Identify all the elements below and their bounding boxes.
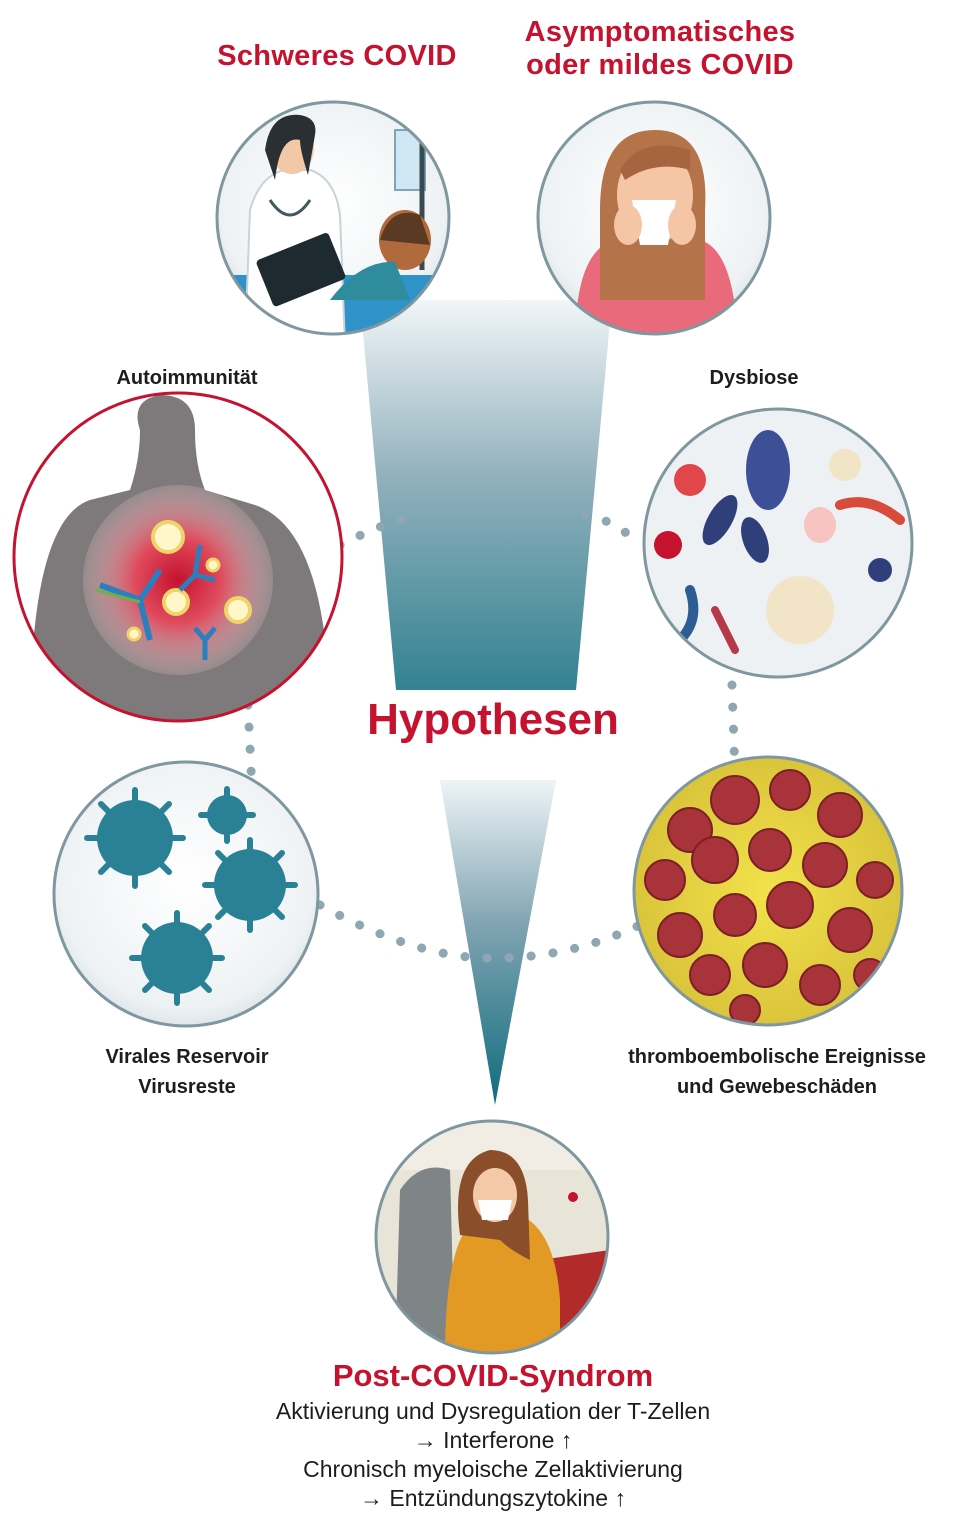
increase-arrow-icon: ↑	[614, 1485, 626, 1511]
increase-arrow-icon: ↑	[560, 1427, 573, 1453]
post-covid-description: Aktivierung und Dysregulation der T-Zell…	[183, 1397, 803, 1513]
center-hypotheses-label: Hypothesen	[367, 695, 619, 744]
viral-reservoir-line2: Virusreste	[138, 1076, 236, 1098]
dotted-connector	[243, 510, 740, 963]
mild-covid-label-line2: oder mildes COVID	[526, 49, 794, 81]
viral-reservoir-label: Virales Reservoir Virusreste	[47, 1042, 327, 1102]
mild-covid-illustration	[536, 100, 772, 336]
mild-covid-label: Asymptomatisches oder mildes COVID	[480, 16, 840, 82]
viral-reservoir-line1: Virales Reservoir	[105, 1046, 269, 1068]
description-line4: → Entzündungszytokine ↑	[183, 1484, 803, 1513]
severe-covid-illustration	[215, 100, 451, 336]
cytokine-text: → Entzündungszytokine	[360, 1485, 609, 1511]
thromboembolic-illustration	[632, 755, 904, 1027]
description-line2: → Interferone ↑	[183, 1426, 803, 1455]
viral-reservoir-illustration	[52, 760, 320, 1028]
dysbiosis-illustration	[642, 407, 914, 679]
post-covid-title: Post-COVID-Syndrom	[332, 1358, 654, 1393]
mild-covid-label-line1: Asymptomatisches	[524, 16, 796, 48]
thromboembolic-label: thromboembolische Ereignisse und Gewebes…	[577, 1042, 977, 1102]
thromboembolic-line1: thromboembolische Ereignisse	[628, 1046, 926, 1068]
autoimmunity-label: Autoimmunität	[116, 367, 258, 389]
dysbiosis-label: Dysbiose	[709, 367, 799, 389]
thromboembolic-line2: und Gewebeschäden	[676, 1076, 878, 1098]
funnel-upper	[360, 300, 612, 690]
interferone-text: → Interferone	[413, 1427, 555, 1453]
severe-covid-label: Schweres COVID	[217, 40, 457, 72]
funnel-lower	[440, 780, 556, 1105]
autoimmunity-illustration	[12, 391, 344, 723]
post-covid-illustration	[374, 1119, 610, 1355]
description-line3: Chronisch myeloische Zellaktivierung	[303, 1456, 683, 1482]
description-line1: Aktivierung und Dysregulation der T-Zell…	[275, 1398, 711, 1424]
